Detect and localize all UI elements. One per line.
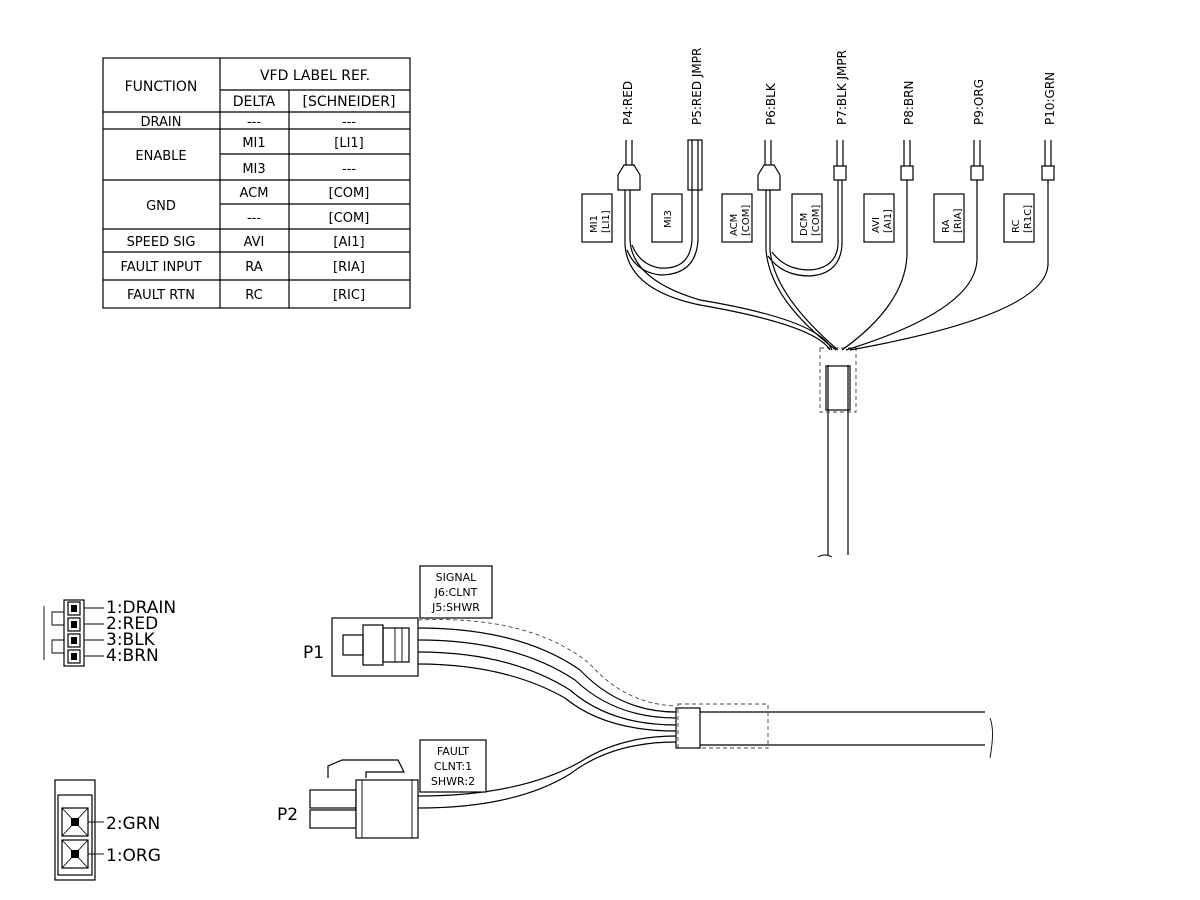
table-cell-delta: RA bbox=[245, 260, 263, 275]
p2-label-text: CLNT:1 bbox=[434, 760, 472, 773]
p1-pin-label: 1:DRAIN bbox=[106, 598, 176, 618]
ferrule-tag: RC bbox=[1011, 220, 1022, 233]
table-cell-function: FAULT RTN bbox=[127, 288, 195, 303]
ferrule-tag: [R1C] bbox=[1023, 205, 1034, 233]
table-cell-delta: --- bbox=[247, 115, 261, 130]
ferrule-tag: [AI1] bbox=[883, 209, 894, 233]
p2-label-text: FAULT bbox=[437, 745, 470, 758]
table-cell-schneider: --- bbox=[342, 115, 356, 130]
ferrule-pin-label: P10:GRN bbox=[1043, 72, 1057, 125]
ferrule-tag: [COM] bbox=[811, 205, 822, 236]
table-header-schneider: [SCHNEIDER] bbox=[303, 94, 396, 110]
table-cell-schneider: [COM] bbox=[329, 186, 370, 201]
ferrule-pin-label: P8:BRN bbox=[902, 81, 916, 125]
ferrule-tag: [COM] bbox=[741, 205, 752, 236]
ferrule-tag: DCM bbox=[799, 213, 810, 236]
p1-pin-label: 4:BRN bbox=[106, 646, 159, 666]
p1-connector bbox=[331, 617, 419, 677]
ferrule-p6 bbox=[757, 140, 781, 191]
table-cell-delta: MI1 bbox=[242, 136, 265, 151]
ferrule-p7 bbox=[833, 140, 847, 181]
table-cell-schneider: [LI1] bbox=[334, 136, 364, 151]
ferrule-harness: P4:RED P5:RED JMPR P6:BLK P7:BLK JMPR P8… bbox=[581, 48, 1057, 558]
ferrule-tag: [RIA] bbox=[953, 208, 964, 233]
p1-pin-label: 2:RED bbox=[106, 614, 158, 634]
table-header-vfd: VFD LABEL REF. bbox=[260, 68, 370, 84]
table-cell-function: SPEED SIG bbox=[127, 235, 196, 250]
ferrule-pin-label: P7:BLK JMPR bbox=[835, 50, 849, 125]
p2-connector-name: P2 bbox=[277, 805, 298, 825]
ferrule-pin-label: P4:RED bbox=[621, 81, 635, 125]
table-cell-delta: AVI bbox=[244, 235, 265, 250]
table-cell-delta: --- bbox=[247, 211, 261, 226]
p2-connector bbox=[309, 759, 419, 839]
p1-connector-name: P1 bbox=[303, 643, 324, 663]
ferrule-p10 bbox=[1041, 140, 1055, 181]
table-cell-function: FAULT INPUT bbox=[120, 260, 201, 275]
table-header-function: FUNCTION bbox=[125, 79, 198, 95]
table-cell-schneider: --- bbox=[342, 162, 356, 177]
p1-label-text: SIGNAL bbox=[436, 571, 478, 584]
p2-pin-label: 1:ORG bbox=[106, 846, 161, 866]
ferrule-pin-label: P9:ORG bbox=[972, 79, 986, 125]
ferrule-tag: MI3 bbox=[663, 210, 674, 228]
ferrule-tag: MI1 bbox=[589, 215, 600, 233]
ferrule-p9 bbox=[970, 140, 984, 181]
p1-pin-label: 3:BLK bbox=[106, 630, 156, 650]
ferrule-p4 bbox=[617, 140, 641, 191]
table-cell-schneider: [AI1] bbox=[333, 235, 364, 250]
ferrule-p5-jumper bbox=[687, 139, 703, 191]
ferrule-pin-label: P5:RED JMPR bbox=[690, 48, 704, 125]
table-cell-function: GND bbox=[146, 199, 176, 214]
table-cell-delta: RC bbox=[245, 288, 262, 303]
ferrule-pin-label: P6:BLK bbox=[764, 82, 778, 125]
ferrule-tag: ACM bbox=[729, 214, 740, 236]
p1-pinout: 1:DRAIN 2:RED 3:BLK 4:BRN bbox=[43, 598, 176, 667]
table-cell-function: DRAIN bbox=[141, 115, 182, 130]
p1-label-text: J6:CLNT bbox=[434, 586, 478, 599]
table-cell-schneider: [COM] bbox=[329, 211, 370, 226]
ferrule-tag: [LI1] bbox=[601, 210, 612, 233]
ferrule-p8 bbox=[900, 140, 914, 181]
ferrule-tag: AVI bbox=[871, 217, 882, 233]
table-cell-delta: ACM bbox=[240, 186, 269, 201]
p2-pinout: 2:GRN 1:ORG bbox=[54, 779, 161, 881]
connector-harness: P1 SIGNAL J6:CLNT J5:SHWR P2 FAULT CLNT:… bbox=[277, 565, 993, 839]
p2-pin-label: 2:GRN bbox=[106, 814, 160, 834]
table-header-delta: DELTA bbox=[233, 94, 276, 110]
table-cell-delta: MI3 bbox=[242, 162, 265, 177]
table-cell-function: ENABLE bbox=[135, 149, 186, 164]
ferrule-tag: RA bbox=[941, 219, 952, 233]
p1-label-text: J5:SHWR bbox=[431, 601, 480, 614]
vfd-label-table: FUNCTION VFD LABEL REF. DELTA [SCHNEIDER… bbox=[102, 57, 411, 309]
table-cell-schneider: [RIC] bbox=[333, 288, 365, 303]
p2-label-text: SHWR:2 bbox=[431, 775, 475, 788]
table-cell-schneider: [RIA] bbox=[333, 260, 365, 275]
